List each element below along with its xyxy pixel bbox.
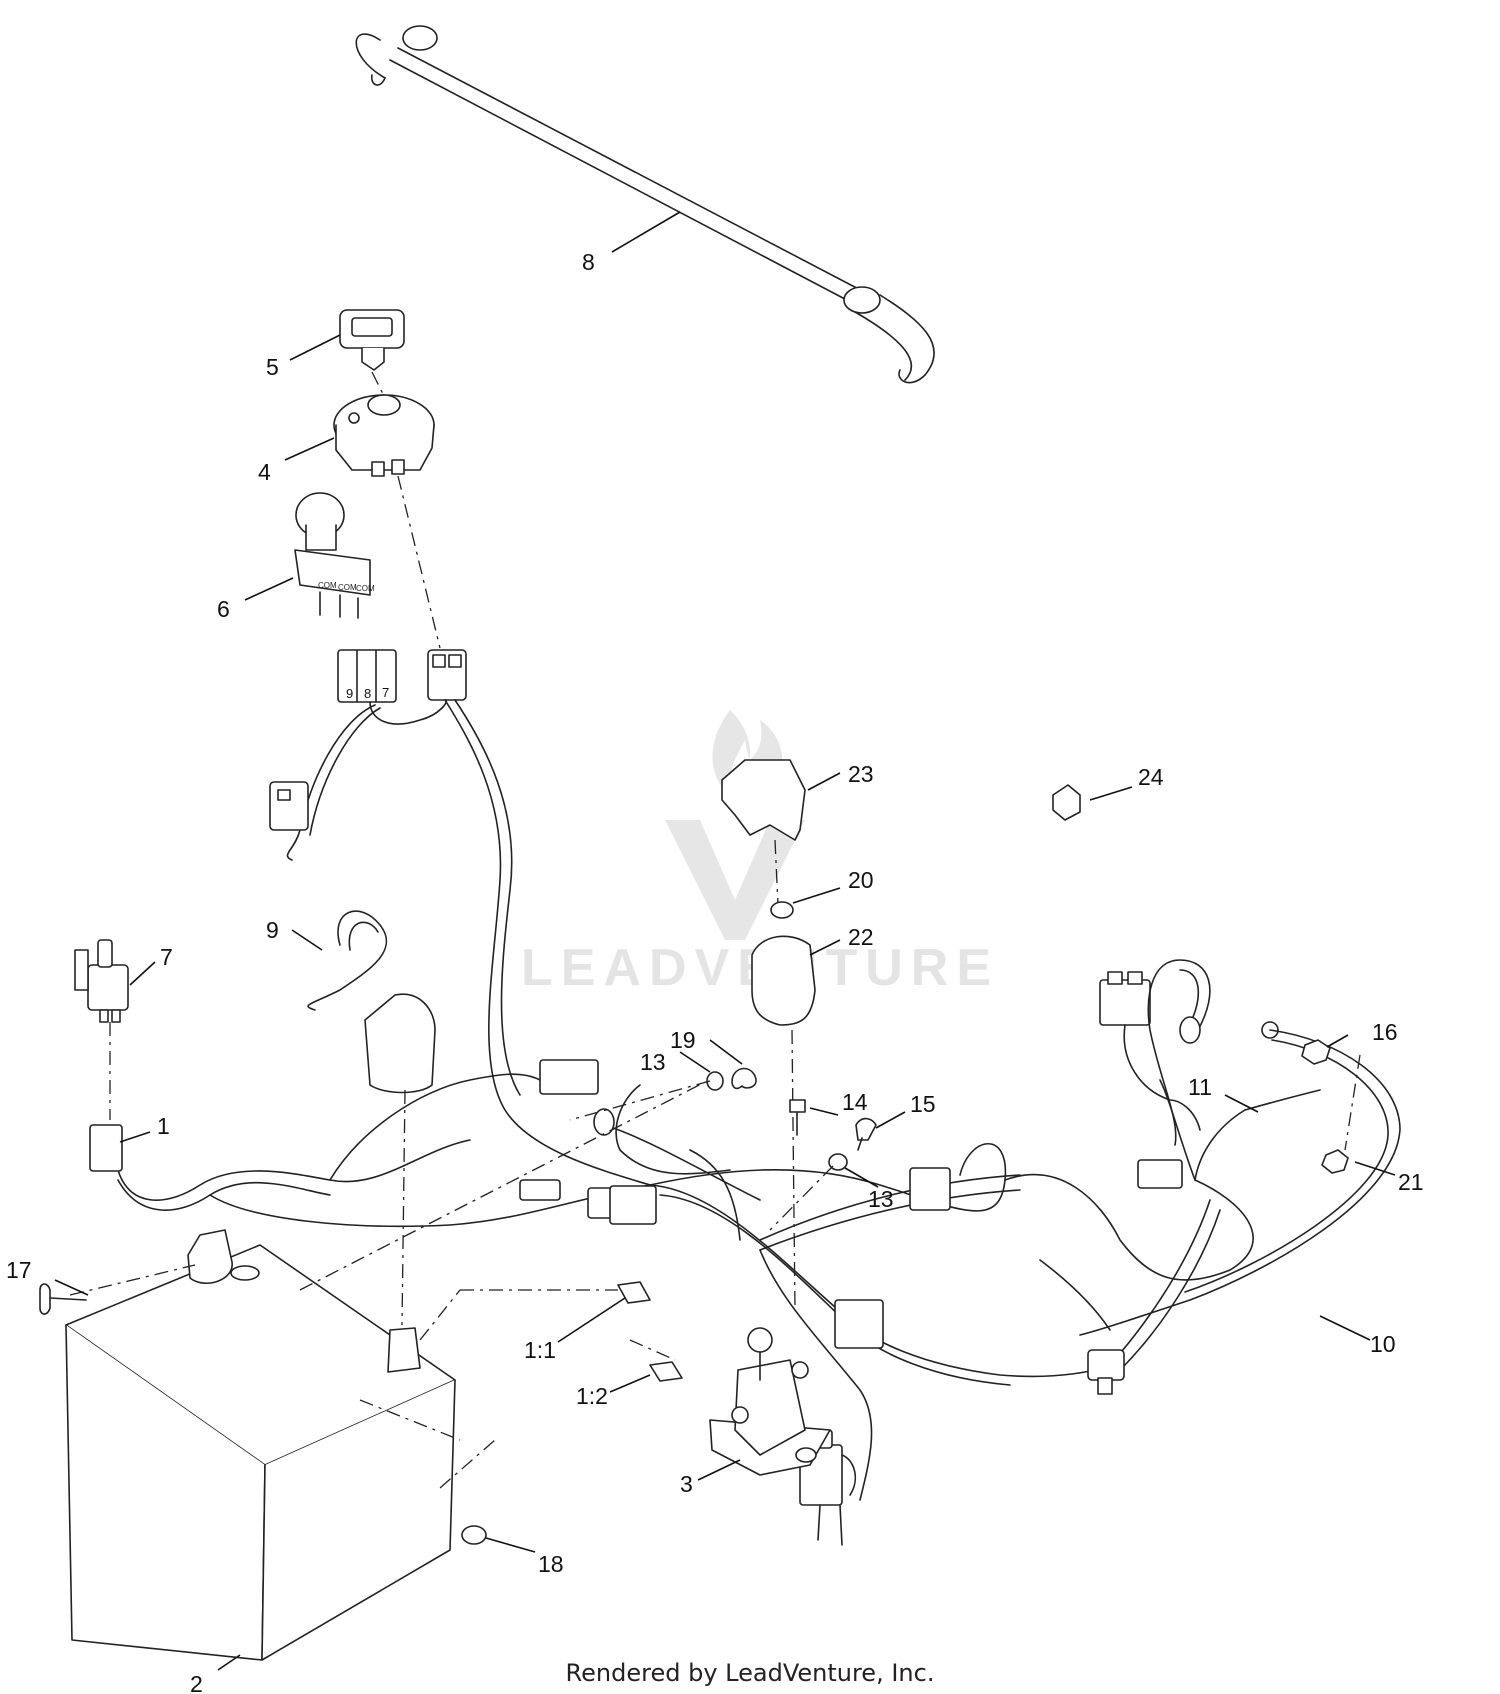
pin-7-label: 7 (382, 685, 389, 700)
callout-9: 9 (266, 917, 279, 943)
callout-11: 11 (1188, 1074, 1212, 1100)
part-4-ignition-switch (333, 394, 441, 649)
part-13-washer (706, 1071, 724, 1091)
footer-credit: Rendered by LeadVenture, Inc. (565, 1659, 935, 1687)
part-5-key (339, 309, 405, 401)
callout-1: 1 (157, 1113, 170, 1139)
part-24-clip (1052, 784, 1081, 821)
callout-6: 6 (217, 596, 230, 622)
callout-14: 14 (842, 1089, 868, 1115)
callout-5: 5 (266, 354, 279, 380)
callout-21: 21 (1398, 1169, 1424, 1195)
part-22-boot (751, 935, 816, 1311)
part-15-bolt-head (855, 1117, 877, 1141)
callout-16: 16 (1372, 1019, 1398, 1045)
callout-20: 20 (848, 867, 874, 893)
part-19-wing-nut (731, 1067, 757, 1090)
callout-1-1: 1:1 (524, 1337, 556, 1363)
part-7-seat-switch (74, 939, 129, 1172)
part-10-11-cables (593, 959, 1401, 1336)
part-21-nut (1321, 1149, 1349, 1174)
callout-13: 13 (640, 1049, 666, 1075)
part-23-cover (721, 759, 806, 906)
hardware-fasteners (569, 1039, 1361, 1231)
callout-4: 4 (258, 459, 271, 485)
part-14-screw-head (789, 1099, 806, 1113)
com-marking: COM (356, 584, 375, 593)
part-15-bolt-shaft (857, 1137, 863, 1151)
part-8-rod (355, 25, 935, 384)
part-9-battery-boot (307, 910, 436, 1326)
part-3-solenoid (709, 1327, 831, 1476)
leader-lines (54, 211, 1396, 1671)
callout-3: 3 (680, 1471, 693, 1497)
callout-24: 24 (1138, 764, 1164, 790)
part-13-washer-b (828, 1153, 848, 1171)
callout-15: 15 (910, 1091, 936, 1117)
callout-18: 18 (538, 1551, 564, 1577)
callout-2: 2 (190, 1671, 203, 1694)
switch-connectors: 9 8 7 (337, 649, 467, 703)
callout-labels: 8 5 4 6 7 1 9 23 20 22 24 19 13 14 15 13… (6, 249, 1424, 1694)
com-marking: COM (318, 581, 337, 590)
callout-17: 17 (6, 1257, 32, 1283)
callout-22: 22 (848, 924, 874, 950)
callout-8: 8 (582, 249, 595, 275)
part-2-battery (39, 1081, 706, 1661)
pin-9-label: 9 (346, 686, 353, 701)
callout-13-b: 13 (868, 1186, 894, 1212)
callout-23: 23 (848, 761, 874, 787)
part-20-nut (770, 901, 794, 919)
pin-8-label: 8 (364, 686, 371, 701)
callout-10: 10 (1370, 1331, 1396, 1357)
fuses (419, 1281, 683, 1382)
part-1-main-harness (117, 699, 1321, 1501)
fuse-1-2 (649, 1361, 683, 1382)
com-marking: COM (338, 583, 357, 592)
part-6-pto-switch: COM COM COM (294, 492, 375, 619)
part-16-bolt (1301, 1039, 1331, 1065)
callout-19: 19 (670, 1027, 696, 1053)
fuse-1-1 (617, 1281, 651, 1304)
callout-1-2: 1:2 (576, 1383, 608, 1409)
callout-7: 7 (160, 944, 173, 970)
